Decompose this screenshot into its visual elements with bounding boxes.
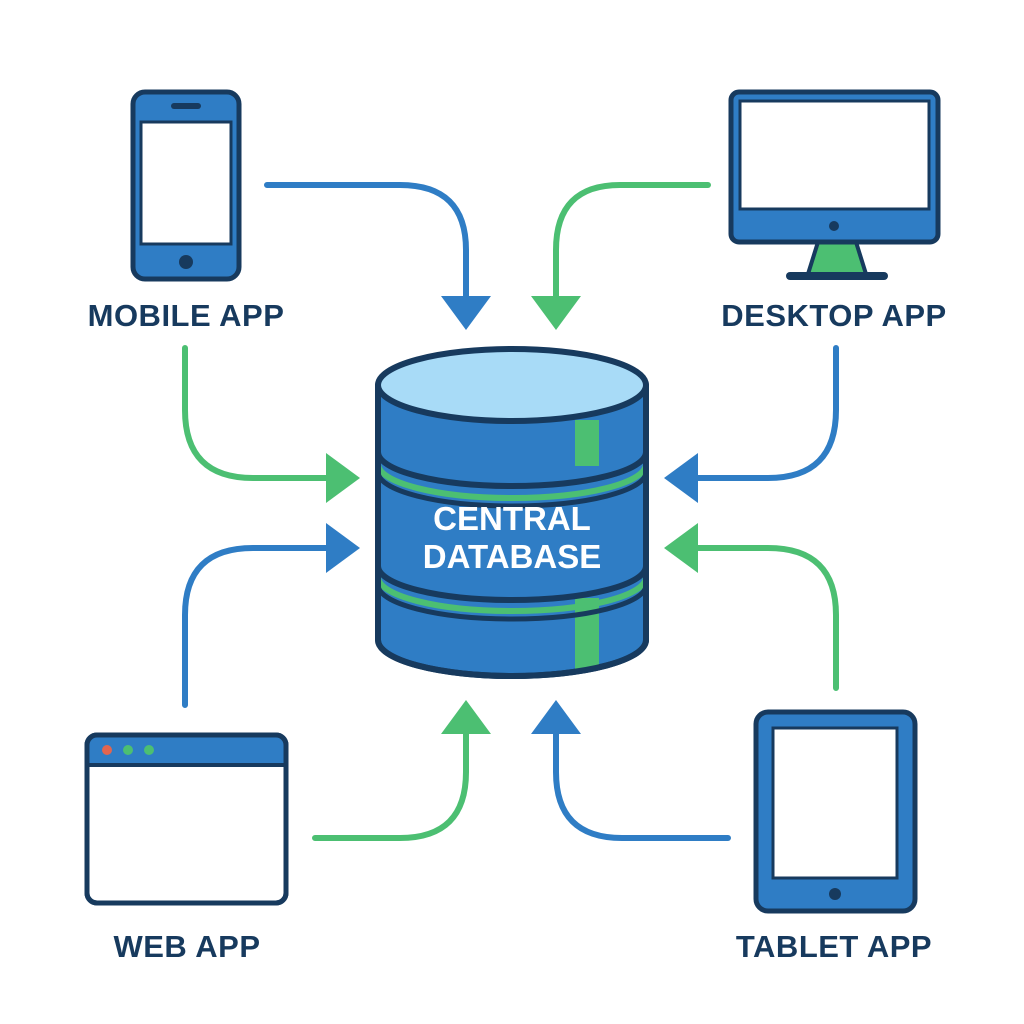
mobile-app-label: MOBILE APP <box>87 298 285 333</box>
window-close-dot-icon <box>102 745 112 755</box>
connector-desktop-top <box>553 182 711 303</box>
connector-mobile-left <box>182 345 333 481</box>
web-app-label: WEB APP <box>113 929 261 964</box>
tablet-icon <box>753 709 918 914</box>
desktop-app-label: DESKTOP APP <box>721 298 947 333</box>
browser-window-icon <box>84 732 289 906</box>
arrowhead-mobile-left <box>326 453 360 503</box>
connector-tablet-bottom <box>553 727 731 841</box>
connector-mobile-top <box>264 182 469 303</box>
smartphone-icon <box>130 89 242 282</box>
database-label-line2: DATABASE <box>422 538 602 575</box>
arrowhead-desktop-right <box>664 453 698 503</box>
tablet-app-label: TABLET APP <box>735 929 933 964</box>
desktop-monitor-icon <box>728 89 941 280</box>
arrowhead-web-left <box>326 523 360 573</box>
arrowhead-mobile-top <box>441 296 491 330</box>
arrowhead-tablet-right <box>664 523 698 573</box>
arrowhead-desktop-top <box>531 296 581 330</box>
connector-web-bottom <box>312 727 469 841</box>
arrowhead-tablet-bottom <box>531 700 581 734</box>
database-label-line1: CENTRAL <box>433 500 591 537</box>
central-database-label: CENTRAL DATABASE <box>423 500 601 576</box>
window-maximize-dot-icon <box>144 745 154 755</box>
window-minimize-dot-icon <box>123 745 133 755</box>
database-cylinder-icon <box>375 346 649 679</box>
arrowhead-web-bottom <box>441 700 491 734</box>
connector-tablet-right <box>691 545 839 691</box>
connector-desktop-right <box>691 345 839 481</box>
connector-web-left <box>182 545 333 708</box>
